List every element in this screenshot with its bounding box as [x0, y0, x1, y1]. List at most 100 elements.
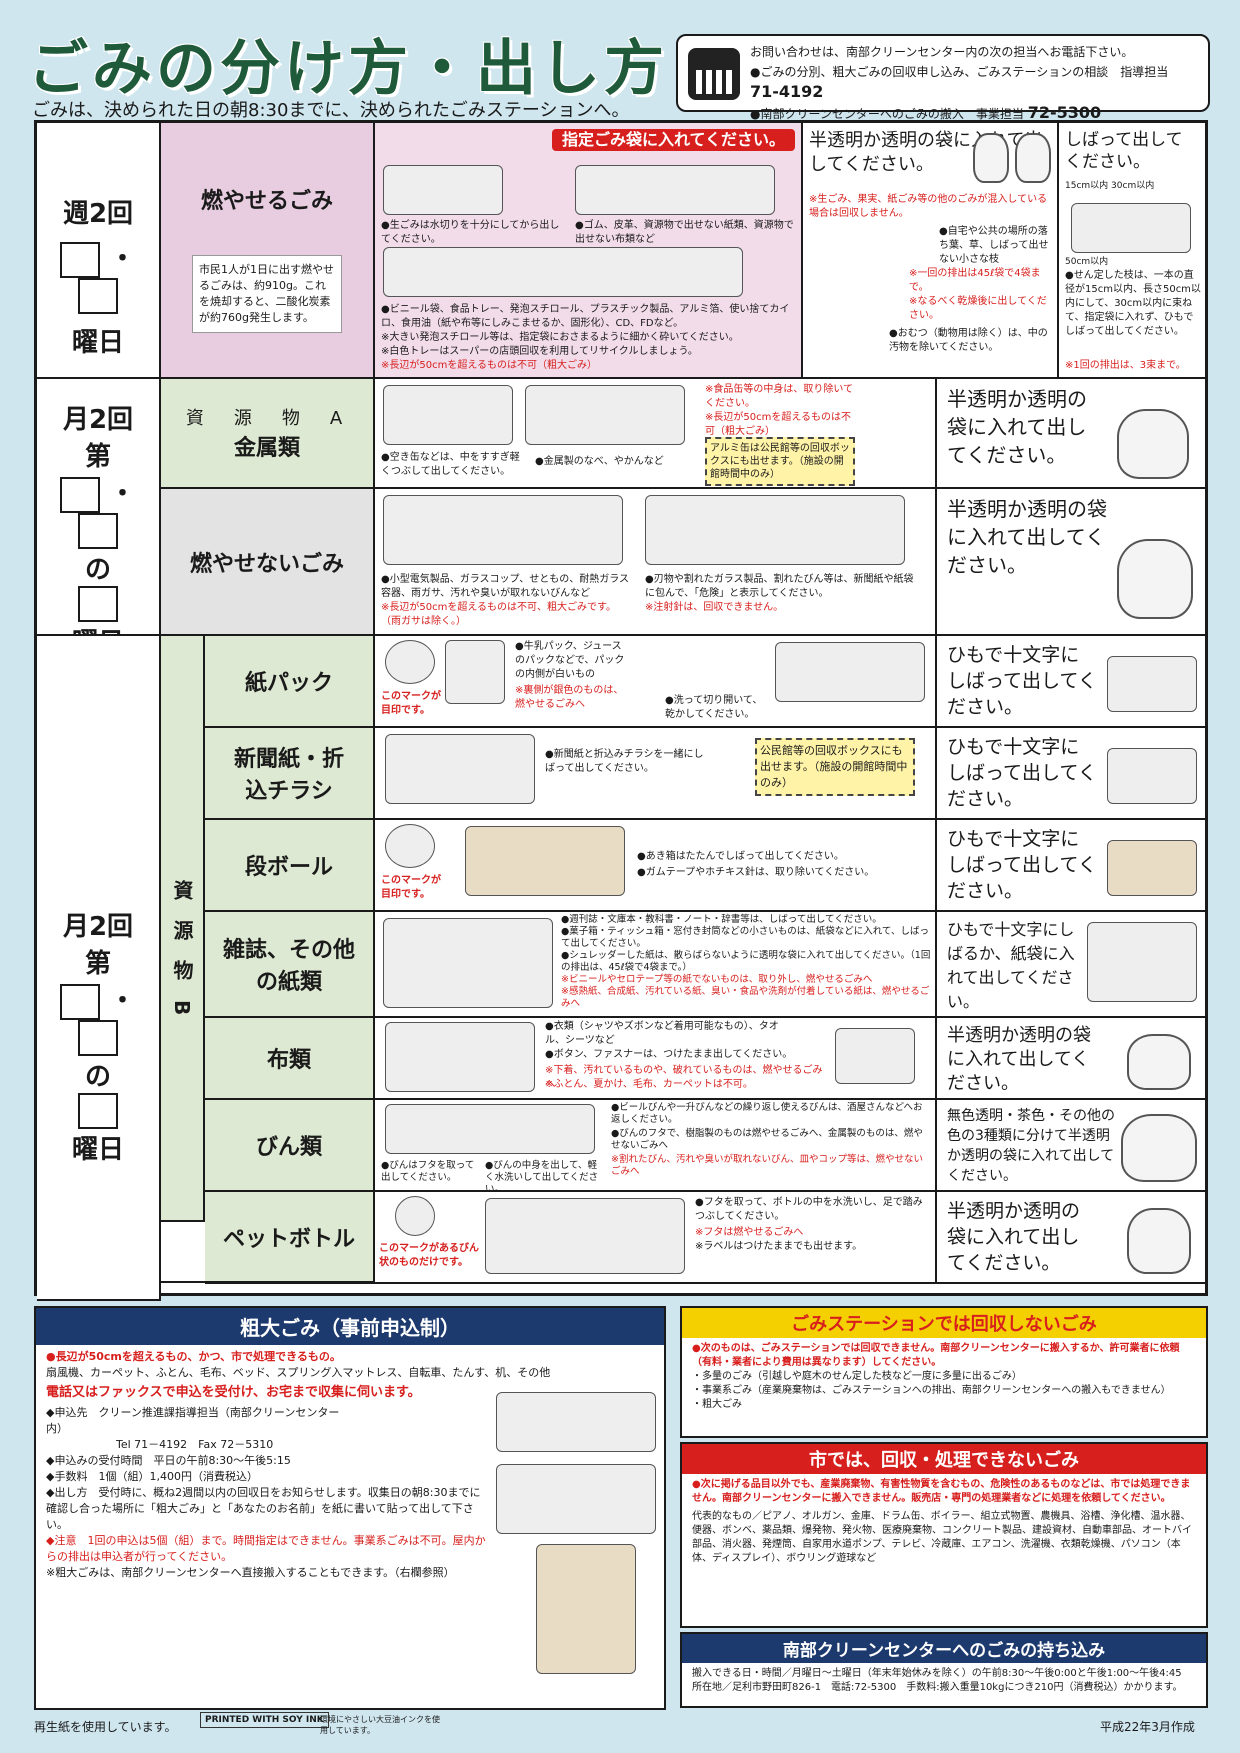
- milk-carton-illustration: [445, 640, 505, 704]
- cloth-caution: ※下着、汚れているものや、破れているものは、燃やせるごみへ: [545, 1065, 823, 1090]
- newspaper-instruction: ひもで十文字にしばって出してください。: [947, 736, 1097, 810]
- branch-dim: 30cm以内: [1111, 181, 1155, 191]
- broken-glass-illustration: [645, 495, 905, 565]
- pet-mark-icon: [395, 1196, 435, 1236]
- bulky-line: ◆手数料 1個（組）1,400円（消費税込）: [46, 1470, 258, 1483]
- nostation-panel: ごみステーションでは回収しないごみ ●次のものは、ごみステーションでは回収できま…: [680, 1306, 1208, 1438]
- food-waste-illustration: [383, 165, 503, 215]
- category-nonburnable: 燃やせないごみ: [161, 489, 375, 636]
- week-box[interactable]: [60, 476, 101, 513]
- shigen-b-text: 資 源 物 B: [170, 880, 194, 1016]
- bottle-note: ●ビールびんや一升びんなどの繰り返し使えるびんは、酒屋さんなどへお返しください。: [611, 1102, 923, 1125]
- day-box[interactable]: [78, 1092, 118, 1129]
- schedule-monthly-label: 月2回: [62, 405, 134, 435]
- bulky-line: ※粗大ごみは、南部クリーンセンターへ直接搬入することもできます。（右欄参照）: [46, 1566, 455, 1579]
- magazine-desc: ●週刊誌・文庫本・教科書・ノート・辞書等は、しばって出してください。 ●菓子箱・…: [375, 912, 937, 1018]
- page-title: ごみの分け方・出し方: [28, 34, 668, 104]
- category-name: 紙パック: [244, 671, 333, 696]
- bulky-line: ◆申込先 クリーン推進課指導担当（南部クリーンセンター内）: [46, 1406, 340, 1435]
- schedule-monthly-label: 月2回: [62, 912, 134, 942]
- pots-illustration: [525, 385, 685, 445]
- soy-ink-logo: PRINTED WITH SOY INK: [200, 1712, 329, 1728]
- week-box[interactable]: [78, 1019, 118, 1056]
- category-paperpack: 紙パック: [205, 636, 375, 728]
- category-bottle: びん類: [205, 1100, 375, 1192]
- pet-desc: このマークがあるびん状のものだけです。 ●フタを取って、ボトルの中を水洗いし、足…: [375, 1192, 937, 1284]
- nonburnable-desc: ●小型電気製品、ガラスコップ、せともの、耐熱ガラス容器、雨ガサ、汚れや臭いが取れ…: [375, 489, 937, 636]
- bulky-line: 扇風機、カーペット、ふとん、毛布、ベッド、スプリング入マットレス、自転車、たんす…: [46, 1366, 551, 1379]
- diaper-note: ●おむつ（動物用は除く）は、中の汚物を除いてください。: [889, 328, 1048, 353]
- cardboard-boxes-illustration: [465, 826, 625, 896]
- bulky-title: 粗大ごみ（事前申込制）: [36, 1308, 664, 1345]
- schedule-no: の: [84, 554, 111, 585]
- burnable-caution: ※生ごみ、果実、紙ごみ等の他のごみが混入している場合は回収しません。: [809, 194, 1048, 219]
- bag-icon: [1117, 409, 1189, 479]
- bottle-note: ●びんはフタを取って出してください。: [381, 1160, 475, 1183]
- designated-bag-badge: 指定ごみ袋に入れてください。: [551, 129, 795, 151]
- bottle-desc: ●びんはフタを取って出してください。 ●びんの中身を出して、軽く水洗いして出して…: [375, 1100, 937, 1192]
- leaves-limit: ※一回の排出は45ℓ袋で4袋まで。: [909, 268, 1041, 293]
- contact-business: ●南部クリーンセンターへのごみの搬入 事業担当 72-5300: [750, 103, 1102, 122]
- bulky-line: ◆申込みの受付時間 平日の午前8:30～午後5:15: [46, 1454, 291, 1467]
- day-box[interactable]: [78, 585, 118, 622]
- burnable-instr: 半透明か透明の袋に入れて出してください。 ※生ごみ、果実、紙ごみ等の他のごみが混…: [803, 123, 1059, 379]
- schedule-youbi: 曜日: [71, 1134, 124, 1165]
- center-line: 搬入できる日・時間／月曜日～土曜日（年末年始休みを除く）の午前8:30～午後0:…: [692, 1668, 1182, 1679]
- nostation-line: ・多量のごみ（引越しや庭木のせん定した枝など一度に多量に出るごみ）: [692, 1371, 1022, 1382]
- day-box[interactable]: [78, 277, 118, 314]
- paperpack-mark-icon: [385, 640, 435, 684]
- bag-icon: [973, 133, 1009, 183]
- category-cardboard: 段ボール: [205, 820, 375, 912]
- week-box[interactable]: [60, 983, 101, 1020]
- paperpack-mark-label: このマークが目印です。: [381, 691, 441, 716]
- bulky-waste-panel: 粗大ごみ（事前申込制） ●長辺が50cmを超えるもの、かつ、市で処理できるもの。…: [34, 1306, 666, 1710]
- plastic-items-illustration: [383, 247, 743, 297]
- magazine-instr: ひもで十文字にしばるか、紙袋に入れて出してください。: [937, 912, 1205, 1018]
- metal-instruction: 半透明か透明の袋に入れて出してください。: [947, 387, 1087, 467]
- tied-bundle-illustration: [1107, 840, 1197, 896]
- category-magazine: 雑誌、その他の紙類: [205, 912, 375, 1018]
- cardboard-instr: ひもで十文字にしばって出してください。: [937, 820, 1205, 912]
- newspaper-instr: ひもで十文字にしばって出してください。: [937, 728, 1205, 820]
- magazine-note: ●菓子箱・ティッシュ箱・窓付き封筒などの小さいものは、紙袋などに入れて、しばって…: [561, 926, 929, 949]
- bulky-line: 電話又はファックスで申込を受付け、お宅まで収集に伺います。: [46, 1385, 421, 1400]
- nostation-title: ごみステーションでは回収しないごみ: [682, 1308, 1206, 1338]
- clothes-illustration: [385, 1022, 535, 1092]
- cloth-caution: ※ふとん、夏かけ、毛布、カーペットは不可。: [545, 1079, 753, 1090]
- magazine-bag-illustration: [1087, 922, 1197, 1002]
- bottle-instruction: 無色透明・茶色・その他の色の3種類に分けて半透明か透明の袋に入れて出してください…: [947, 1108, 1115, 1184]
- week-box[interactable]: [78, 512, 118, 549]
- page-subtitle: ごみは、決められた日の朝8:30までに、決められたごみステーションへ。: [32, 100, 630, 121]
- category-name: ペットボトル: [222, 1227, 355, 1252]
- category-metal: 資 源 物 A 金属類: [161, 379, 375, 489]
- center-panel: 南部クリーンセンターへのごみの持ち込み 搬入できる日・時間／月曜日～土曜日（年末…: [680, 1632, 1208, 1708]
- cardboard-mark-icon: [385, 824, 435, 868]
- cardboard-note: ●ガムテープやホチキス針は、取り除いてください。: [637, 867, 875, 878]
- day-box[interactable]: [60, 241, 101, 278]
- cloth-note: ●ボタン、ファスナーは、つけたまま出してください。: [545, 1049, 793, 1060]
- paperpack-caution: ※裏側が銀色のものは、燃やせるごみへ: [515, 685, 624, 710]
- cloth-desc: ●衣類（シャツやズボンなど着用可能なもの）、タオル、シーツなど ●ボタン、ファス…: [375, 1018, 937, 1100]
- schedule-youbi: 曜日: [71, 327, 124, 358]
- bottle-note: ●びんの中身を出して、軽く水洗いして出してください。: [485, 1160, 599, 1192]
- bulky-line: ◆出し方 受付時に、概ね2週間以内の回収日をお知らせします。収集日の朝8:30ま…: [46, 1486, 481, 1531]
- bulky-line: ●長辺が50cmを超えるもの、かつ、市で処理できるもの。: [46, 1350, 341, 1363]
- cardboard-desc: このマークが目印です。 ●あき箱はたたんでしばって出してください。 ●ガムテープ…: [375, 820, 937, 912]
- category-sub: 資 源 物 A: [185, 408, 349, 429]
- cloth-instruction: 半透明か透明の袋に入れて出してください。: [947, 1025, 1091, 1094]
- contact-intro: お問い合わせは、南部クリーンセンター内の次の担当へお電話下さい。: [750, 45, 1134, 59]
- business-phone: 72-5300: [1027, 103, 1102, 122]
- nonburnable-instr: 半透明か透明の袋に入れて出してください。: [937, 489, 1205, 636]
- paperpack-instr: ひもで十文字にしばって出してください。: [937, 636, 1205, 728]
- schedule-dai: 第: [84, 442, 111, 472]
- category-name: 新聞紙・折込チラシ: [234, 747, 345, 804]
- drying-cartons-illustration: [775, 642, 925, 702]
- category-cloth: 布類: [205, 1018, 375, 1100]
- bag-icon: [1127, 1208, 1191, 1274]
- leather-items-illustration: [575, 165, 775, 215]
- category-name: 燃やせないごみ: [189, 551, 344, 577]
- cloth-instr: 半透明か透明の袋に入れて出してください。: [937, 1018, 1205, 1100]
- newspaper-box-note: 公民館等の回収ボックスにも出せます。（施設の開館時間中のみ）: [755, 738, 915, 796]
- aluminum-box-note: アルミ缶は公民館等の回収ボックスにも出せます。（施設の開館時間中のみ）: [705, 437, 855, 486]
- cardboard-note: ●あき箱はたたんでしばって出してください。: [637, 851, 844, 862]
